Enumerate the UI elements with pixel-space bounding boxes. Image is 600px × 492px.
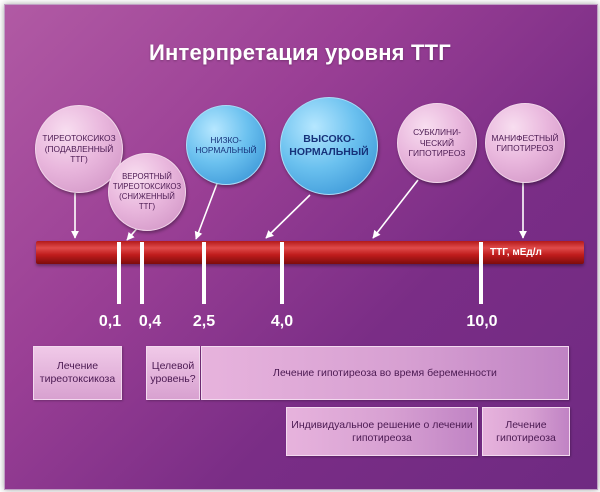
tick-2-5 [202,242,206,304]
box-target-level: Целевой уровень? [146,346,200,400]
circle-subclinical-label: СУБКЛИНИ- ЧЕСКИЙ ГИПОТИРЕОЗ [408,127,466,159]
value-0-1: 0,1 [98,313,122,330]
box-treat-hypothyroidism: Лечение гипотиреоза [482,407,570,456]
circle-low-normal: НИЗКО- НОРМАЛЬНЫЙ [186,105,266,185]
circle-manifest-label: МАНИФЕСТНЫЙ ГИПОТИРЕОЗ [491,132,559,154]
box-treat-thyrotoxicosis: Лечение тиреотоксикоза [33,346,122,400]
circle-high-normal: ВЫСОКО- НОРМАЛЬНЫЙ [280,97,378,195]
circle-manifest: МАНИФЕСТНЫЙ ГИПОТИРЕОЗ [485,103,565,183]
tsh-unit-label: ТТГ, мЕд/л [490,247,542,258]
arrow-subclinical [372,179,419,239]
tick-0-1 [117,242,121,304]
circle-subclinical: СУБКЛИНИ- ЧЕСКИЙ ГИПОТИРЕОЗ [397,103,477,183]
circle-high-normal-label: ВЫСОКО- НОРМАЛЬНЫЙ [289,133,369,158]
tsh-scale-bar [36,241,584,264]
arrow-high-normal [265,194,311,239]
box-individual-decision: Индивидуальное решение о лечении гипотир… [286,407,478,456]
circle-thyrotoxicosis: ТИРЕОТОКСИКОЗ (ПОДАВЛЕННЫЙ ТТГ) [35,105,123,193]
tick-10-0 [479,242,483,304]
box-pregnancy-treatment: Лечение гипотиреоза во время беременност… [201,346,569,400]
circle-low-normal-label: НИЗКО- НОРМАЛЬНЫЙ [195,134,257,156]
circle-probable-label: ВЕРОЯТНЫЙ ТИРЕОТОКСИКОЗ (СНИЖЕННЫЙ ТТГ) [112,172,182,211]
value-2-5: 2,5 [192,313,216,330]
value-0-4: 0,4 [138,313,162,330]
circle-thyrotoxicosis-label: ТИРЕОТОКСИКОЗ (ПОДАВЛЕННЫЙ ТТГ) [42,133,116,165]
tick-4-0 [280,242,284,304]
value-4-0: 4,0 [270,313,294,330]
arrow-low-normal [194,180,219,240]
value-10-0: 10,0 [466,313,498,330]
tick-0-4 [140,242,144,304]
circle-probable-thyrotoxicosis: ВЕРОЯТНЫЙ ТИРЕОТОКСИКОЗ (СНИЖЕННЫЙ ТТГ) [108,153,186,231]
diagram-title: Интерпретация уровня ТТГ [149,40,451,65]
